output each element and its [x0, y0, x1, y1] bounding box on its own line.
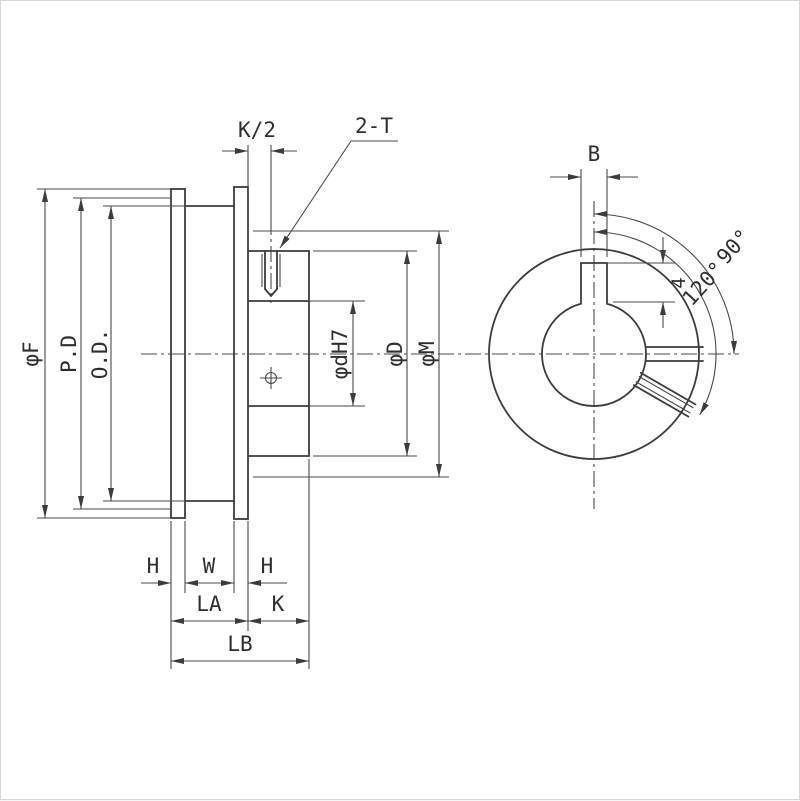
front-view: B 4 90° 120°: [488, 142, 755, 460]
tapped-hole-angled: [632, 371, 697, 418]
left-flange: [170, 188, 186, 519]
label-la: LA: [196, 592, 222, 616]
side-view-dimensions: K/2 2-T φF P.D O.D. φdH7 φD φM: [19, 114, 449, 669]
side-view: [170, 186, 310, 520]
label-h-right: H: [261, 554, 274, 578]
label-belt-width: W: [203, 554, 216, 578]
label-dia-m: φM: [415, 341, 439, 366]
tap-leader: [279, 140, 352, 249]
label-angle-90: 90°: [712, 225, 755, 269]
label-h-left: H: [147, 554, 160, 578]
label-pitch-diameter: P.D: [57, 335, 81, 373]
label-dia-d: φD: [383, 341, 407, 366]
set-screw-center-mark: [260, 367, 282, 389]
label-lb: LB: [227, 632, 252, 656]
label-bore-diameter: φdH7: [328, 329, 352, 380]
angle-arc-120: [593, 229, 717, 416]
label-outer-diameter: O.D.: [88, 329, 112, 380]
label-tapped-hole: 2-T: [355, 114, 393, 138]
set-screw-hole: [261, 250, 281, 298]
label-k: K: [272, 592, 285, 616]
label-keyway-width: B: [588, 142, 601, 166]
label-flange-diameter: φF: [19, 341, 43, 366]
centerlines: [141, 201, 739, 509]
right-flange: [233, 186, 249, 520]
label-k-half: K/2: [238, 118, 276, 142]
